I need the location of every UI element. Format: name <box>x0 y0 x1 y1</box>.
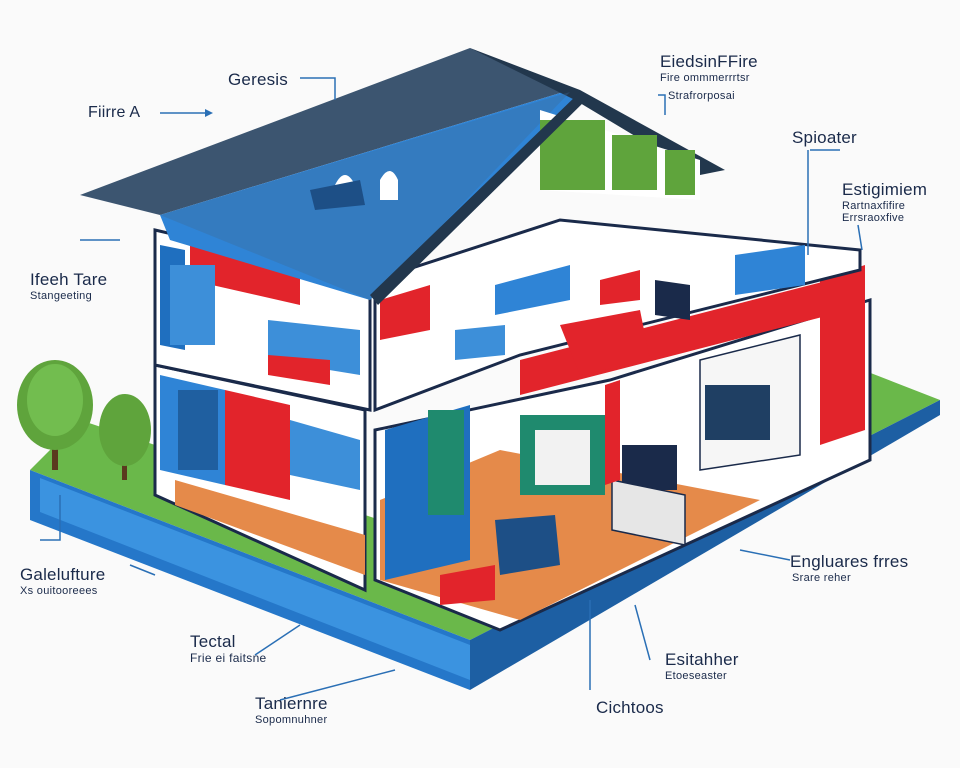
upper-floor-right <box>373 218 862 413</box>
label-title: Ifeeh Tare <box>30 270 108 289</box>
label-spioater: Spioater <box>792 128 857 148</box>
bed-icon <box>440 565 495 605</box>
label-title: Esitahher <box>665 650 739 669</box>
label-line1: Stangeeting <box>30 289 93 302</box>
label-line2: Errsraoxfive <box>842 212 905 225</box>
label-title: Fiirre A <box>88 104 141 121</box>
label-tectal: Tectal Frie ei faitsne <box>190 632 267 665</box>
label-title: EiedsinFFire <box>660 52 758 71</box>
label-title: Cichtoos <box>596 698 664 717</box>
label-title: Galelufture <box>20 565 106 584</box>
tree-icon <box>17 360 93 470</box>
label-geresis: Geresis <box>228 70 288 90</box>
label-line2: Strafrorposai <box>668 90 735 103</box>
label-line1: Frie ei faitsne <box>190 650 267 665</box>
label-fire-a: Fiirre A <box>88 104 140 122</box>
label-line1: Sopomnuhner <box>255 713 328 726</box>
label-title: Tectal <box>190 632 236 651</box>
label-line1: Etoeseaster <box>665 669 728 682</box>
label-engluares: Engluares frres Srare reher <box>790 552 908 584</box>
ground-floor-right <box>373 297 872 632</box>
label-estigimiem: Estigimiem Rartnaxfifire Errsraoxfive <box>842 180 927 225</box>
tv-icon <box>622 445 677 490</box>
roof <box>80 48 725 305</box>
sofa-icon <box>495 515 560 575</box>
label-title: Spioater <box>792 128 857 147</box>
tree-icon <box>99 394 151 480</box>
leader-lines <box>40 77 863 701</box>
label-line1: Xs ouitooreees <box>20 584 98 597</box>
label-line1: Fire ommmerrrtsr <box>660 71 750 84</box>
label-taniernre: Taniernre Sopomnuhner <box>255 694 328 726</box>
label-cichtoos: Cichtoos <box>596 698 664 718</box>
label-line1: Srare reher <box>792 571 851 584</box>
label-title: Engluares frres <box>790 552 909 571</box>
label-title: Taniernre <box>255 694 328 713</box>
label-line1: Rartnaxfifire <box>842 199 906 212</box>
label-galelufture: Galelufture Xs ouitooreees <box>20 565 105 597</box>
label-ifeeh-tare: Ifeeh Tare Stangeeting <box>30 270 107 302</box>
label-title: Estigimiem <box>842 180 928 199</box>
label-title: Geresis <box>228 70 288 89</box>
label-eiedsinfire: EiedsinFFire Fire ommmerrrtsr Strafrorpo… <box>660 52 758 103</box>
label-estanher: Esitahher Etoeseaster <box>665 650 739 682</box>
